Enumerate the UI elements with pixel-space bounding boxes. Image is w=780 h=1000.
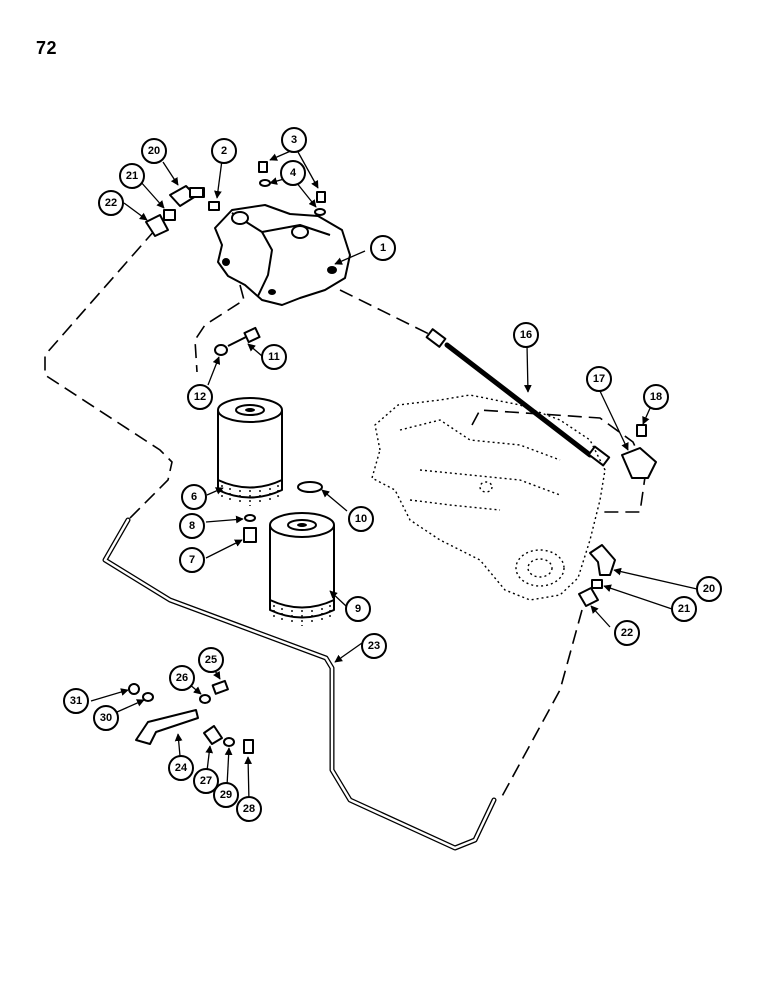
svg-text:20: 20 <box>703 583 715 595</box>
svg-text:8: 8 <box>189 520 195 532</box>
svg-text:3: 3 <box>291 134 297 146</box>
callout-1: 1 <box>370 235 396 261</box>
screw-3-right <box>316 191 326 203</box>
page-number: 72 <box>36 38 58 58</box>
callout-31: 31 <box>63 688 89 714</box>
filter-element-9 <box>269 512 335 626</box>
svg-text:22: 22 <box>105 197 117 209</box>
washer-29 <box>223 737 235 747</box>
washer-12 <box>214 344 228 356</box>
callout-21-top: 21 <box>119 163 145 189</box>
callout-27: 27 <box>193 768 219 794</box>
callout-26: 26 <box>169 665 195 691</box>
svg-text:1: 1 <box>380 242 386 254</box>
svg-text:22: 22 <box>621 627 633 639</box>
fuel-line-filter-dashed <box>194 284 245 373</box>
washer-26 <box>199 694 211 704</box>
svg-text:28: 28 <box>243 803 255 815</box>
washer-4-left <box>259 179 271 187</box>
bracket-24 <box>135 709 199 745</box>
steel-fuel-pipe <box>102 517 497 851</box>
svg-text:21: 21 <box>678 603 690 615</box>
plug-2 <box>208 201 220 211</box>
bolt-11 <box>227 326 261 347</box>
washer-21-right <box>591 579 603 589</box>
nut-31 <box>128 683 140 695</box>
callout-2: 2 <box>211 138 237 164</box>
svg-text:11: 11 <box>268 351 280 363</box>
washer-21-top <box>163 209 176 221</box>
callout-29: 29 <box>213 782 239 808</box>
svg-text:2: 2 <box>221 145 227 157</box>
fuel-line-bottom-dashed <box>499 609 583 801</box>
callout-22-top: 22 <box>98 190 124 216</box>
svg-text:6: 6 <box>191 491 197 503</box>
callout-23: 23 <box>361 633 387 659</box>
washer-30 <box>142 692 154 702</box>
filter-element-6 <box>217 397 283 506</box>
nut-22-top <box>145 214 169 237</box>
leader-lines <box>90 149 698 803</box>
svg-text:18: 18 <box>650 391 662 403</box>
callout-18: 18 <box>643 384 669 410</box>
elbow-fitting-20-right <box>589 544 616 576</box>
svg-text:21: 21 <box>126 170 138 182</box>
callout-10: 10 <box>348 506 374 532</box>
callout-6: 6 <box>181 484 207 510</box>
svg-text:10: 10 <box>355 513 367 525</box>
screw-28 <box>243 739 254 754</box>
svg-text:17: 17 <box>593 373 605 385</box>
nut-22-right <box>578 587 599 607</box>
svg-text:20: 20 <box>148 145 160 157</box>
callout-11: 11 <box>261 344 287 370</box>
drain-plug-7 <box>243 527 257 543</box>
svg-text:16: 16 <box>520 329 532 341</box>
callout-8: 8 <box>179 513 205 539</box>
callout-30: 30 <box>93 705 119 731</box>
screw-25 <box>211 679 229 695</box>
callout-7: 7 <box>179 547 205 573</box>
callout-21-right: 21 <box>671 596 697 622</box>
callout-17: 17 <box>586 366 612 392</box>
fuel-line-left-dashed <box>44 229 173 521</box>
svg-text:25: 25 <box>205 654 217 666</box>
o-ring-8 <box>244 514 256 522</box>
elbow-fitting-17 <box>621 447 657 479</box>
svg-text:9: 9 <box>355 603 361 615</box>
clip-27 <box>203 725 223 745</box>
fuel-line-pump-dashed <box>471 409 647 513</box>
callout-20-top: 20 <box>141 138 167 164</box>
fuel-hose-16 <box>425 328 611 467</box>
svg-text:7: 7 <box>189 554 195 566</box>
svg-text:30: 30 <box>100 712 112 724</box>
fuel-line-hose-dashed <box>339 289 436 338</box>
svg-text:24: 24 <box>175 762 188 774</box>
callout-22-right: 22 <box>614 620 640 646</box>
elbow-fitting-20-top <box>169 185 205 207</box>
callout-3: 3 <box>281 127 307 153</box>
svg-text:31: 31 <box>70 695 82 707</box>
injection-pump <box>371 394 606 601</box>
callout-4: 4 <box>280 160 306 186</box>
svg-text:27: 27 <box>200 775 212 787</box>
callout-28: 28 <box>236 796 262 822</box>
callout-20-right: 20 <box>696 576 722 602</box>
svg-text:23: 23 <box>368 640 380 652</box>
callout-24: 24 <box>168 755 194 781</box>
svg-text:26: 26 <box>176 672 188 684</box>
callout-16: 16 <box>513 322 539 348</box>
o-ring-10 <box>297 481 323 493</box>
callout-25: 25 <box>198 647 224 673</box>
callout-9: 9 <box>345 596 371 622</box>
screw-3-left <box>258 161 268 173</box>
svg-text:29: 29 <box>220 789 232 801</box>
callout-12: 12 <box>187 384 213 410</box>
bleed-screw-18 <box>636 424 647 437</box>
washer-4-right <box>314 208 326 216</box>
filter-head <box>214 204 351 306</box>
svg-text:12: 12 <box>194 391 206 403</box>
svg-text:4: 4 <box>290 167 297 179</box>
